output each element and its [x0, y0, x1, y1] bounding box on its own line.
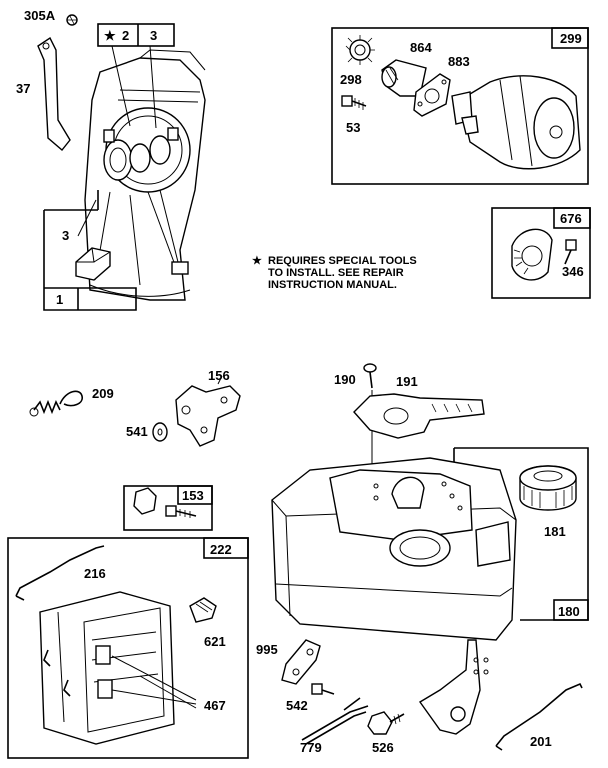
label-53: 53: [346, 120, 360, 135]
label-298: 298: [340, 72, 362, 87]
label-180: 180: [558, 604, 580, 619]
label-864: 864: [410, 40, 432, 55]
label-190: 190: [334, 372, 356, 387]
label-2: 2: [122, 28, 129, 43]
part-53-bolt: [341, 95, 367, 110]
label-995: 995: [256, 642, 278, 657]
muffler-body: [451, 75, 581, 170]
part-779-link: [301, 697, 369, 745]
label-3-top: 3: [150, 28, 157, 43]
part-156-bracket: [175, 375, 241, 447]
part-541-washer: [152, 422, 168, 442]
label-37: 37: [16, 81, 30, 96]
part-305A-screw: [66, 14, 78, 26]
label-181: 181: [544, 524, 566, 539]
lockplate-box-676: [491, 207, 591, 299]
label-526: 526: [372, 740, 394, 755]
tool-box-2-3: [97, 23, 175, 47]
label-621: 621: [204, 634, 226, 649]
label-153: 153: [182, 488, 204, 503]
part-191-gasket: [353, 393, 485, 439]
label-191: 191: [396, 374, 418, 389]
part-883-gasket: [413, 73, 451, 117]
note-line-2: TO INSTALL. SEE REPAIR: [268, 267, 404, 279]
muffler-box-299: [331, 27, 589, 185]
part-209-spring: [29, 390, 83, 417]
crankcase-block-assembly: [84, 45, 206, 301]
star-mark: ★: [104, 28, 116, 43]
note-line-3: INSTRUCTION MANUAL.: [268, 279, 397, 291]
label-305A: 305A: [24, 8, 56, 23]
fuel-tank-body: [271, 457, 517, 735]
label-346: 346: [562, 264, 584, 279]
part-298-lockwasher: [345, 35, 375, 65]
label-467: 467: [204, 698, 226, 713]
label-216: 216: [84, 566, 106, 581]
label-779: 779: [300, 740, 322, 755]
part-181-fuel-cap: [519, 465, 577, 511]
part-542-bolt: [311, 683, 335, 695]
part-995-plate: [281, 639, 321, 685]
note-star: ★: [252, 255, 262, 267]
part-201-rod: [495, 682, 583, 751]
label-883: 883: [448, 54, 470, 69]
fastener-box-153: [123, 485, 213, 531]
label-209: 209: [92, 386, 114, 401]
label-201: 201: [530, 734, 552, 749]
note-line-1: REQUIRES SPECIAL TOOLS: [268, 255, 417, 267]
kit-box-1: [43, 190, 137, 311]
label-676: 676: [560, 211, 582, 226]
part-37-bracket: [37, 36, 71, 152]
label-541: 541: [126, 424, 148, 439]
special-tools-note: ★ REQUIRES SPECIAL TOOLS TO INSTALL. SEE…: [252, 255, 417, 291]
label-1: 1: [56, 292, 63, 307]
label-156: 156: [208, 368, 230, 383]
part-526-bolt: [367, 711, 405, 735]
label-542: 542: [286, 698, 308, 713]
control-box-222: [7, 537, 249, 759]
label-299: 299: [560, 31, 582, 46]
label-3: 3: [62, 228, 69, 243]
label-222: 222: [210, 542, 232, 557]
